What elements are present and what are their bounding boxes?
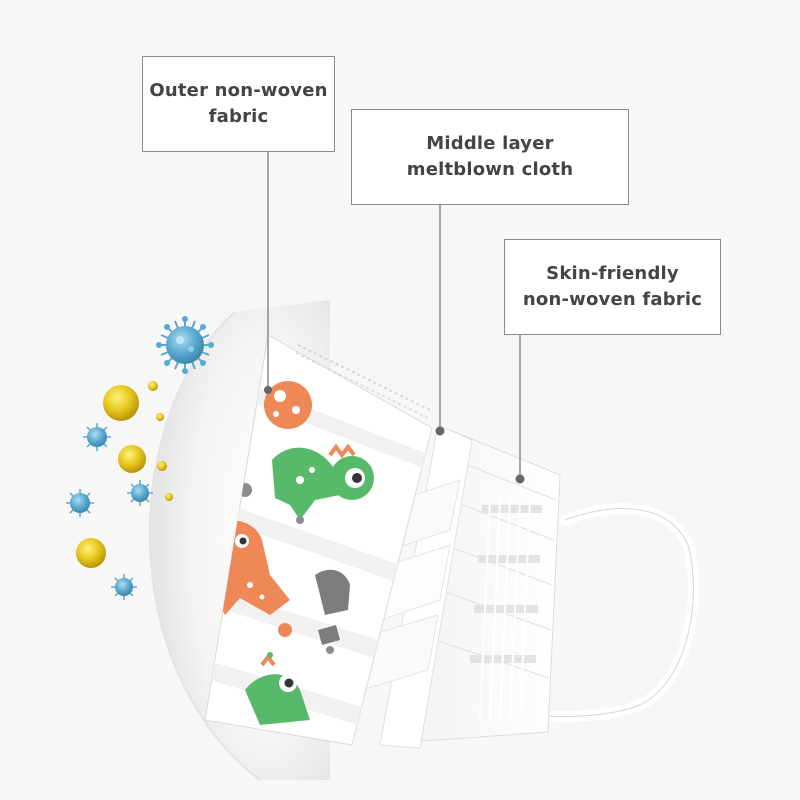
label-middle-line1: Middle layer xyxy=(426,133,554,154)
label-outer-fabric: Outer non-woven fabric xyxy=(142,56,335,152)
virus-icon xyxy=(83,423,111,451)
label-middle-line2: meltblown cloth xyxy=(406,159,574,180)
label-skin-line1: Skin-friendly xyxy=(546,263,679,284)
label-middle-layer: Middle layer meltblown cloth xyxy=(351,109,629,205)
pollen-icon xyxy=(76,381,173,568)
label-skin-line2: non-woven fabric xyxy=(522,289,703,310)
virus-icon xyxy=(66,489,94,517)
leader-dots xyxy=(264,386,525,484)
label-outer-line1: Outer non-woven xyxy=(149,80,328,101)
label-outer-line2: fabric xyxy=(208,106,269,127)
leader-lines xyxy=(267,152,521,478)
virus-icon xyxy=(127,480,153,506)
label-skin-friendly-fabric: Skin-friendly non-woven fabric xyxy=(504,239,721,335)
outer-layer xyxy=(204,334,433,746)
virus-icon xyxy=(156,316,214,374)
virus-icon xyxy=(111,574,137,600)
